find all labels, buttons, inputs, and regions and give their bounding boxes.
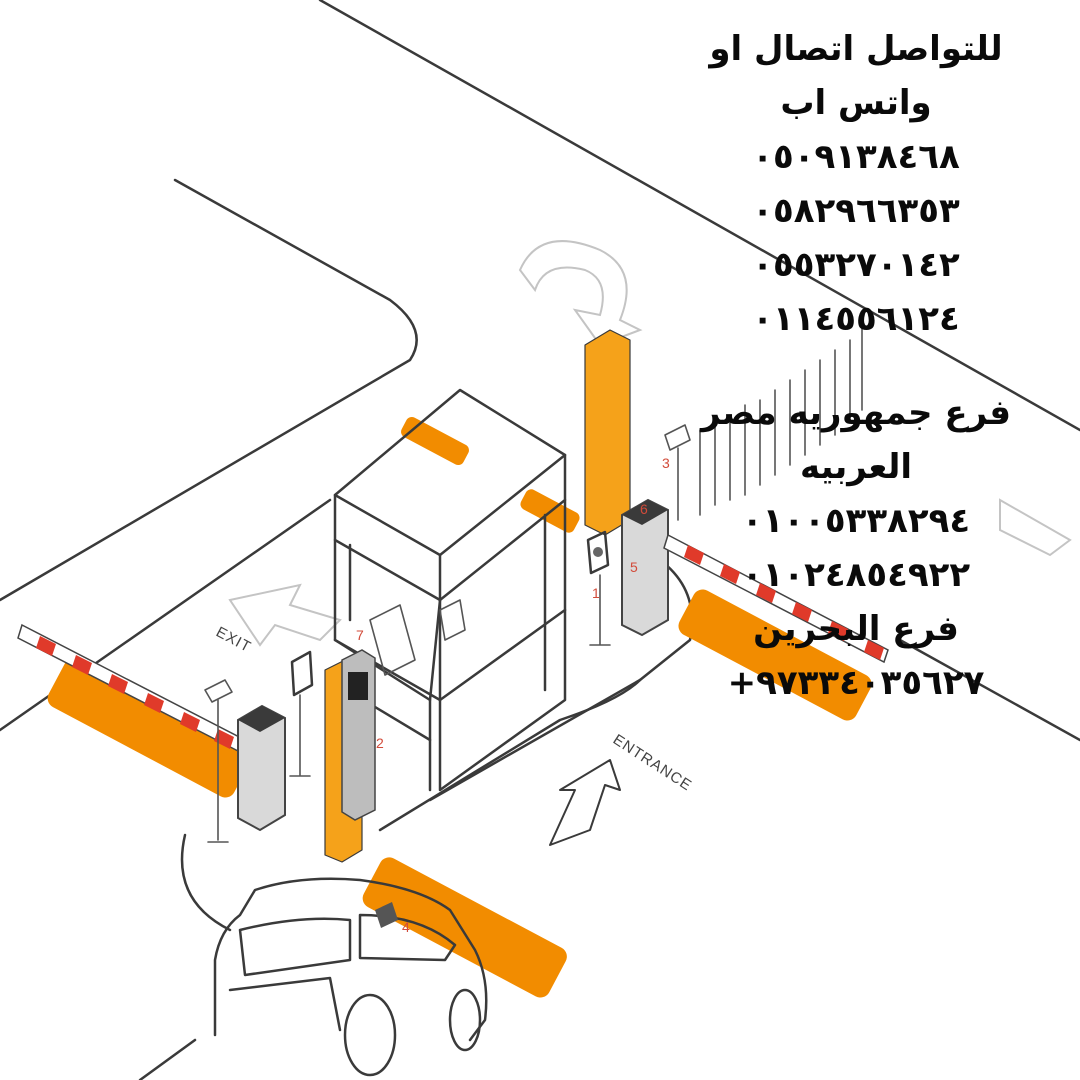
camera-3: 3 [662,424,691,521]
label-6: 6 [640,501,648,517]
phone-number[interactable]: +٩٧٣٣٤٠٣٥٦٢٧ [727,663,985,703]
phone-number[interactable]: ٠١٠٢٤٨٥٤٩٢٢ [741,555,971,595]
label-5: 5 [630,559,638,575]
label-4: 4 [402,919,410,935]
label-7: 7 [356,627,364,643]
entrance-loop-pad [678,589,872,721]
entrance-road-label: ENTRANCE [610,731,695,795]
phone-number[interactable]: ٠٥٨٢٩٦٦٣٥٣ [752,191,960,231]
spacer [646,346,1066,386]
phone-number[interactable]: ٠١١٤٥٥٦١٢٤ [752,299,960,339]
contact-heading-line2: واتس اب [780,83,932,123]
egypt-branch-heading-line1: فرع جمهوريه مصر [700,393,1012,433]
card-reader-1: 1 [586,530,611,646]
phone-number[interactable]: ٠٥٠٩١٣٨٤٦٨ [752,137,960,177]
label-1: 1 [592,585,600,601]
entrance-arrow [549,759,621,846]
exit-camera [204,679,233,843]
bahrain-branch-heading: فرع البحرين [753,609,959,649]
car: 4 [213,877,488,1077]
ticket-dispenser: 5 6 [621,498,669,637]
exit-barrier [17,623,286,832]
rear-pad [401,416,469,466]
orange-column-front: 2 [324,649,384,863]
entrance-barrier-arm [663,533,889,664]
egypt-branch-heading-line2: العربيه [799,447,913,487]
contact-info: للتواصل اتصال او واتس اب ٠٥٠٩١٣٨٤٦٨ ٠٥٨٢… [646,22,1066,710]
direction-arrows [228,240,1072,846]
fence-posts [699,319,863,516]
car-loop-pad [362,857,567,998]
contact-heading-line1: للتواصل اتصال او [709,29,1003,69]
exit-loop-pad [47,657,252,798]
label-2: 2 [376,735,384,751]
toll-booth: 7 [328,388,567,792]
exit-reader [289,650,314,777]
orange-column-back [584,329,631,536]
phone-number[interactable]: ٠١٠٠٥٣٣٨٢٩٤ [741,501,971,541]
label-3: 3 [662,455,670,471]
phone-number[interactable]: ٠٥٥٣٢٧٠١٤٢ [752,245,960,285]
